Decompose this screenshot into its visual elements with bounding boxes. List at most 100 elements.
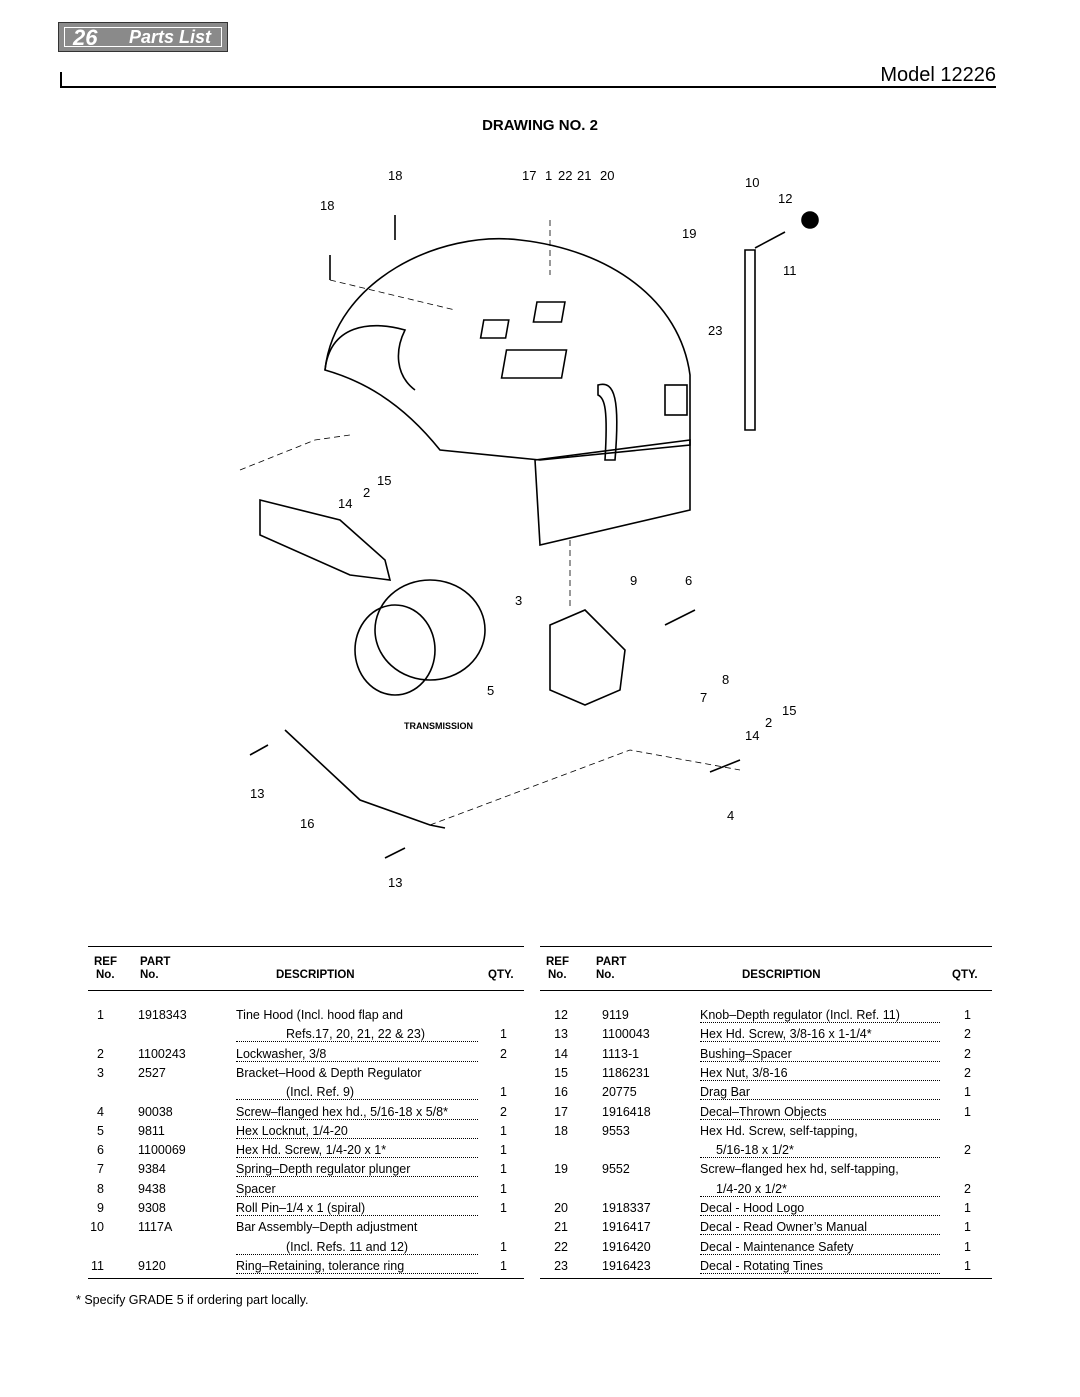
- description-text: (Incl. Refs. 11 and 12): [236, 1239, 411, 1254]
- callout: 15: [377, 473, 391, 488]
- screw-13a: [249, 744, 269, 756]
- ref-number: 23: [554, 1258, 568, 1273]
- description-text: Decal - Rotating Tines: [700, 1258, 825, 1273]
- part-description: Decal–Thrown Objects: [700, 1104, 940, 1124]
- quantity: 2: [500, 1046, 507, 1061]
- table-row: 1/4-20 x 1/2*2: [540, 1181, 992, 1201]
- part-number: 1100069: [138, 1143, 186, 1158]
- quantity: 1: [500, 1085, 507, 1100]
- callout: 10: [745, 175, 759, 190]
- quantity: 2: [964, 1046, 971, 1061]
- callout: 21: [577, 168, 591, 183]
- callout: 17: [522, 168, 536, 183]
- description-text: Roll Pin–1/4 x 1 (spiral): [236, 1201, 368, 1215]
- tine-hood: [324, 238, 691, 461]
- leader-dots: [700, 1182, 940, 1197]
- part-description: Decal - Maintenance Safety: [700, 1239, 940, 1259]
- part-description: Decal - Read Owner’s Manual: [700, 1220, 940, 1239]
- leader-dots: [700, 1047, 940, 1062]
- transmission-tube: [259, 498, 392, 581]
- part-number: 9811: [138, 1123, 165, 1138]
- description-text: Decal - Read Owner’s Manual: [700, 1220, 869, 1235]
- depth-bar: [744, 249, 756, 431]
- part-description: (Incl. Refs. 11 and 12): [236, 1239, 478, 1259]
- leader-dots: [236, 1240, 478, 1255]
- quantity: 1: [964, 1104, 971, 1119]
- page-badge: 26 Parts List: [58, 22, 228, 52]
- ref-number: 21: [554, 1220, 568, 1235]
- callout: 9: [630, 573, 637, 588]
- description-text: Hex Hd. Screw, 3/8-16 x 1-1/4*: [700, 1027, 874, 1042]
- ref-number: 18: [554, 1123, 568, 1138]
- leader-dots: [236, 1047, 478, 1062]
- section-title: Parts List: [129, 27, 212, 47]
- callout: 6: [685, 573, 692, 588]
- part-header: No.: [596, 969, 615, 981]
- ref-header: REF: [94, 956, 117, 968]
- description-text: Tine Hood (Incl. hood flap and: [236, 1008, 406, 1022]
- part-number: 1916423: [602, 1258, 651, 1273]
- leader-dots: [236, 1124, 478, 1139]
- part-number: 1100043: [602, 1027, 650, 1042]
- part-number: 1117A: [138, 1220, 173, 1235]
- leader-dots: [700, 1220, 940, 1236]
- hood-handle: [597, 383, 618, 461]
- leader-dots: [236, 1201, 478, 1216]
- callout: 7: [700, 690, 707, 705]
- ref-number: 15: [554, 1065, 568, 1080]
- callout: 22: [558, 168, 572, 183]
- callout: 2: [363, 485, 370, 500]
- part-number: 9308: [138, 1201, 166, 1215]
- part-description: Decal - Hood Logo: [700, 1201, 940, 1220]
- screw-13b: [384, 847, 406, 859]
- part-number: 90038: [138, 1104, 173, 1119]
- part-description: Screw–flanged hex hd., 5/16-18 x 5/8*: [236, 1104, 478, 1124]
- table-row: (Incl. Ref. 9)1: [88, 1085, 524, 1104]
- description-text: Hex Locknut, 1/4-20: [236, 1123, 350, 1138]
- part-description: Tine Hood (Incl. hood flap and: [236, 1008, 478, 1027]
- leader-dots: [700, 1259, 940, 1274]
- ref-number: 1: [97, 1008, 104, 1022]
- ref-number: 22: [554, 1239, 568, 1254]
- part-description: Knob–Depth regulator (Incl. Ref. 11): [700, 1008, 940, 1027]
- table-row: Refs.17, 20, 21, 22 & 23)1: [88, 1027, 524, 1046]
- quantity: 1: [964, 1239, 971, 1254]
- leader-dots: [700, 1201, 940, 1216]
- qty-header: QTY.: [952, 969, 978, 981]
- ref-number: 2: [97, 1046, 104, 1061]
- quantity: 2: [964, 1065, 971, 1080]
- quantity: 1: [500, 1201, 507, 1215]
- ref-header: No.: [96, 969, 115, 981]
- part-description: Hex Locknut, 1/4-20: [236, 1123, 478, 1143]
- part-description: Ring–Retaining, tolerance ring: [236, 1258, 478, 1278]
- part-description: Bushing–Spacer: [700, 1046, 940, 1066]
- callout: 2: [765, 715, 772, 730]
- ref-number: 14: [554, 1046, 568, 1061]
- page-number: 26: [73, 25, 98, 50]
- knob: [801, 211, 819, 229]
- decal-23: [664, 384, 688, 416]
- description-text: 1/4-20 x 1/2*: [700, 1181, 789, 1196]
- leader-dots: [700, 1066, 940, 1081]
- header-rule: [60, 86, 996, 88]
- callout: 8: [722, 672, 729, 687]
- ref-number: 3: [97, 1065, 104, 1080]
- part-number: 9553: [602, 1123, 630, 1138]
- part-description: Drag Bar: [700, 1085, 940, 1104]
- guide-line-1: [329, 279, 456, 311]
- quantity: 1: [964, 1220, 971, 1235]
- part-description: Spring–Depth regulator plunger: [236, 1162, 478, 1181]
- description-text: Bar Assembly–Depth adjustment: [236, 1220, 420, 1235]
- ref-number: 12: [554, 1008, 568, 1022]
- description-text: Lockwasher, 3/8: [236, 1046, 329, 1061]
- part-description: Bracket–Hood & Depth Regulator: [236, 1065, 478, 1085]
- callout: 1: [545, 168, 552, 183]
